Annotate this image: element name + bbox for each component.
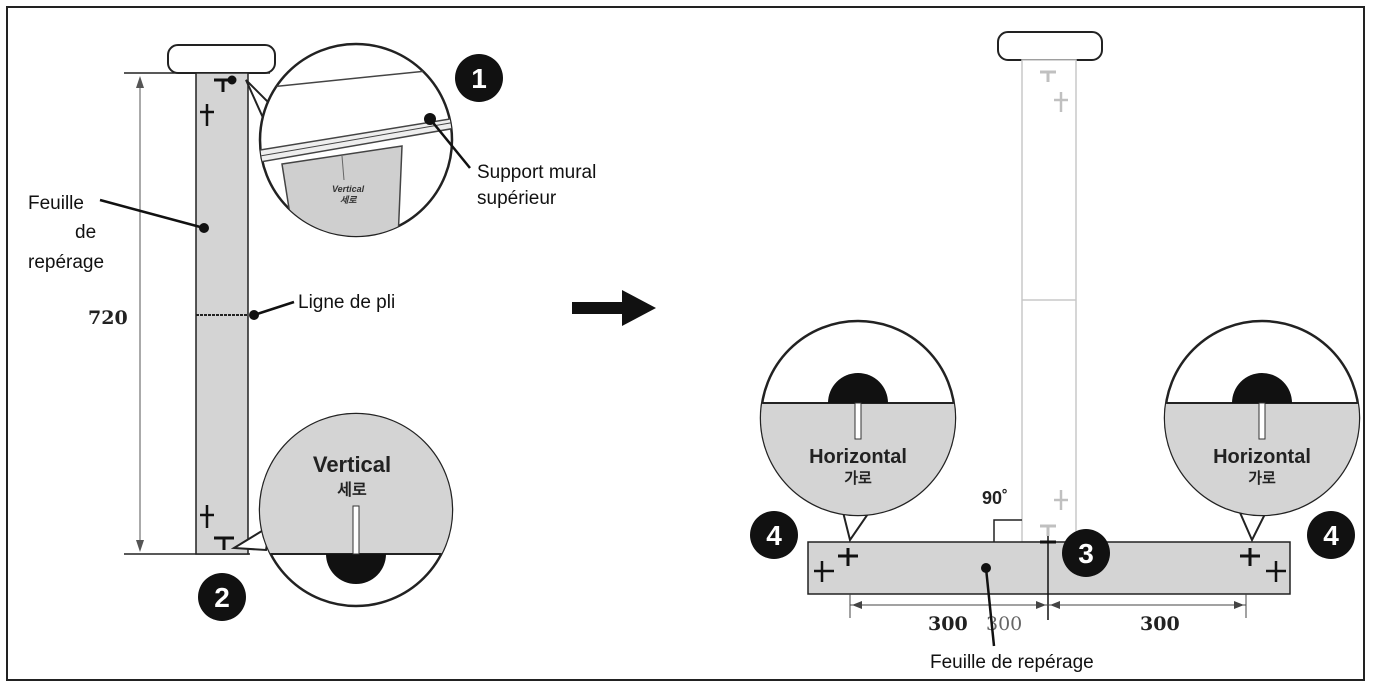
horizontal-callout-ko-left: 가로 <box>844 470 872 487</box>
dimension-720: 720 <box>88 307 128 329</box>
diagram-frame <box>6 6 1365 681</box>
dimension-300-middle: 300 <box>986 613 1022 635</box>
label-feuille-bottom: Feuille de repérage <box>930 652 1094 673</box>
svg-text:1: 1 <box>471 63 487 94</box>
horizontal-callout-text-right: Horizontal <box>1213 446 1311 468</box>
horizontal-callout-ko-right: 가로 <box>1248 470 1276 487</box>
template-sheet-vertical-faint <box>1021 59 1077 543</box>
top-bracket-left <box>167 44 276 74</box>
template-sheet-vertical <box>195 72 249 555</box>
dimension-300-left: 300 <box>928 613 968 635</box>
label-ligne-de-pli: Ligne de pli <box>298 292 395 313</box>
label-support-1: Support mural <box>477 162 596 183</box>
svg-text:4: 4 <box>1323 520 1339 551</box>
vertical-small-text: Vertical <box>332 184 365 194</box>
screw-mark-bottom <box>200 505 234 550</box>
horizontal-callout-text-left: Horizontal <box>809 446 907 468</box>
label-feuille-3: repérage <box>28 252 104 273</box>
top-bracket-right <box>997 31 1103 61</box>
label-feuille-1: Feuille <box>28 193 84 214</box>
step-badge-4-right <box>1307 511 1355 559</box>
label-support-2: supérieur <box>477 188 557 209</box>
vertical-callout-ko: 세로 <box>337 481 367 499</box>
svg-text:3: 3 <box>1078 538 1094 569</box>
arrow-icon <box>572 290 656 326</box>
svg-text:4: 4 <box>766 520 782 551</box>
template-sheet-horizontal <box>807 541 1291 595</box>
svg-text:2: 2 <box>214 582 230 613</box>
step-badge-1 <box>455 54 503 102</box>
step-badge-3 <box>1062 529 1110 577</box>
vertical-small-ko: 세로 <box>340 195 357 205</box>
dimension-300-right: 300 <box>1140 613 1180 635</box>
step-badge-4-left <box>750 511 798 559</box>
label-feuille-2: de <box>75 222 96 243</box>
angle-90: 90˚ <box>982 488 1008 508</box>
vertical-callout-text: Vertical <box>313 452 391 477</box>
screw-mark-top <box>200 75 237 126</box>
step-badge-2 <box>198 573 246 621</box>
